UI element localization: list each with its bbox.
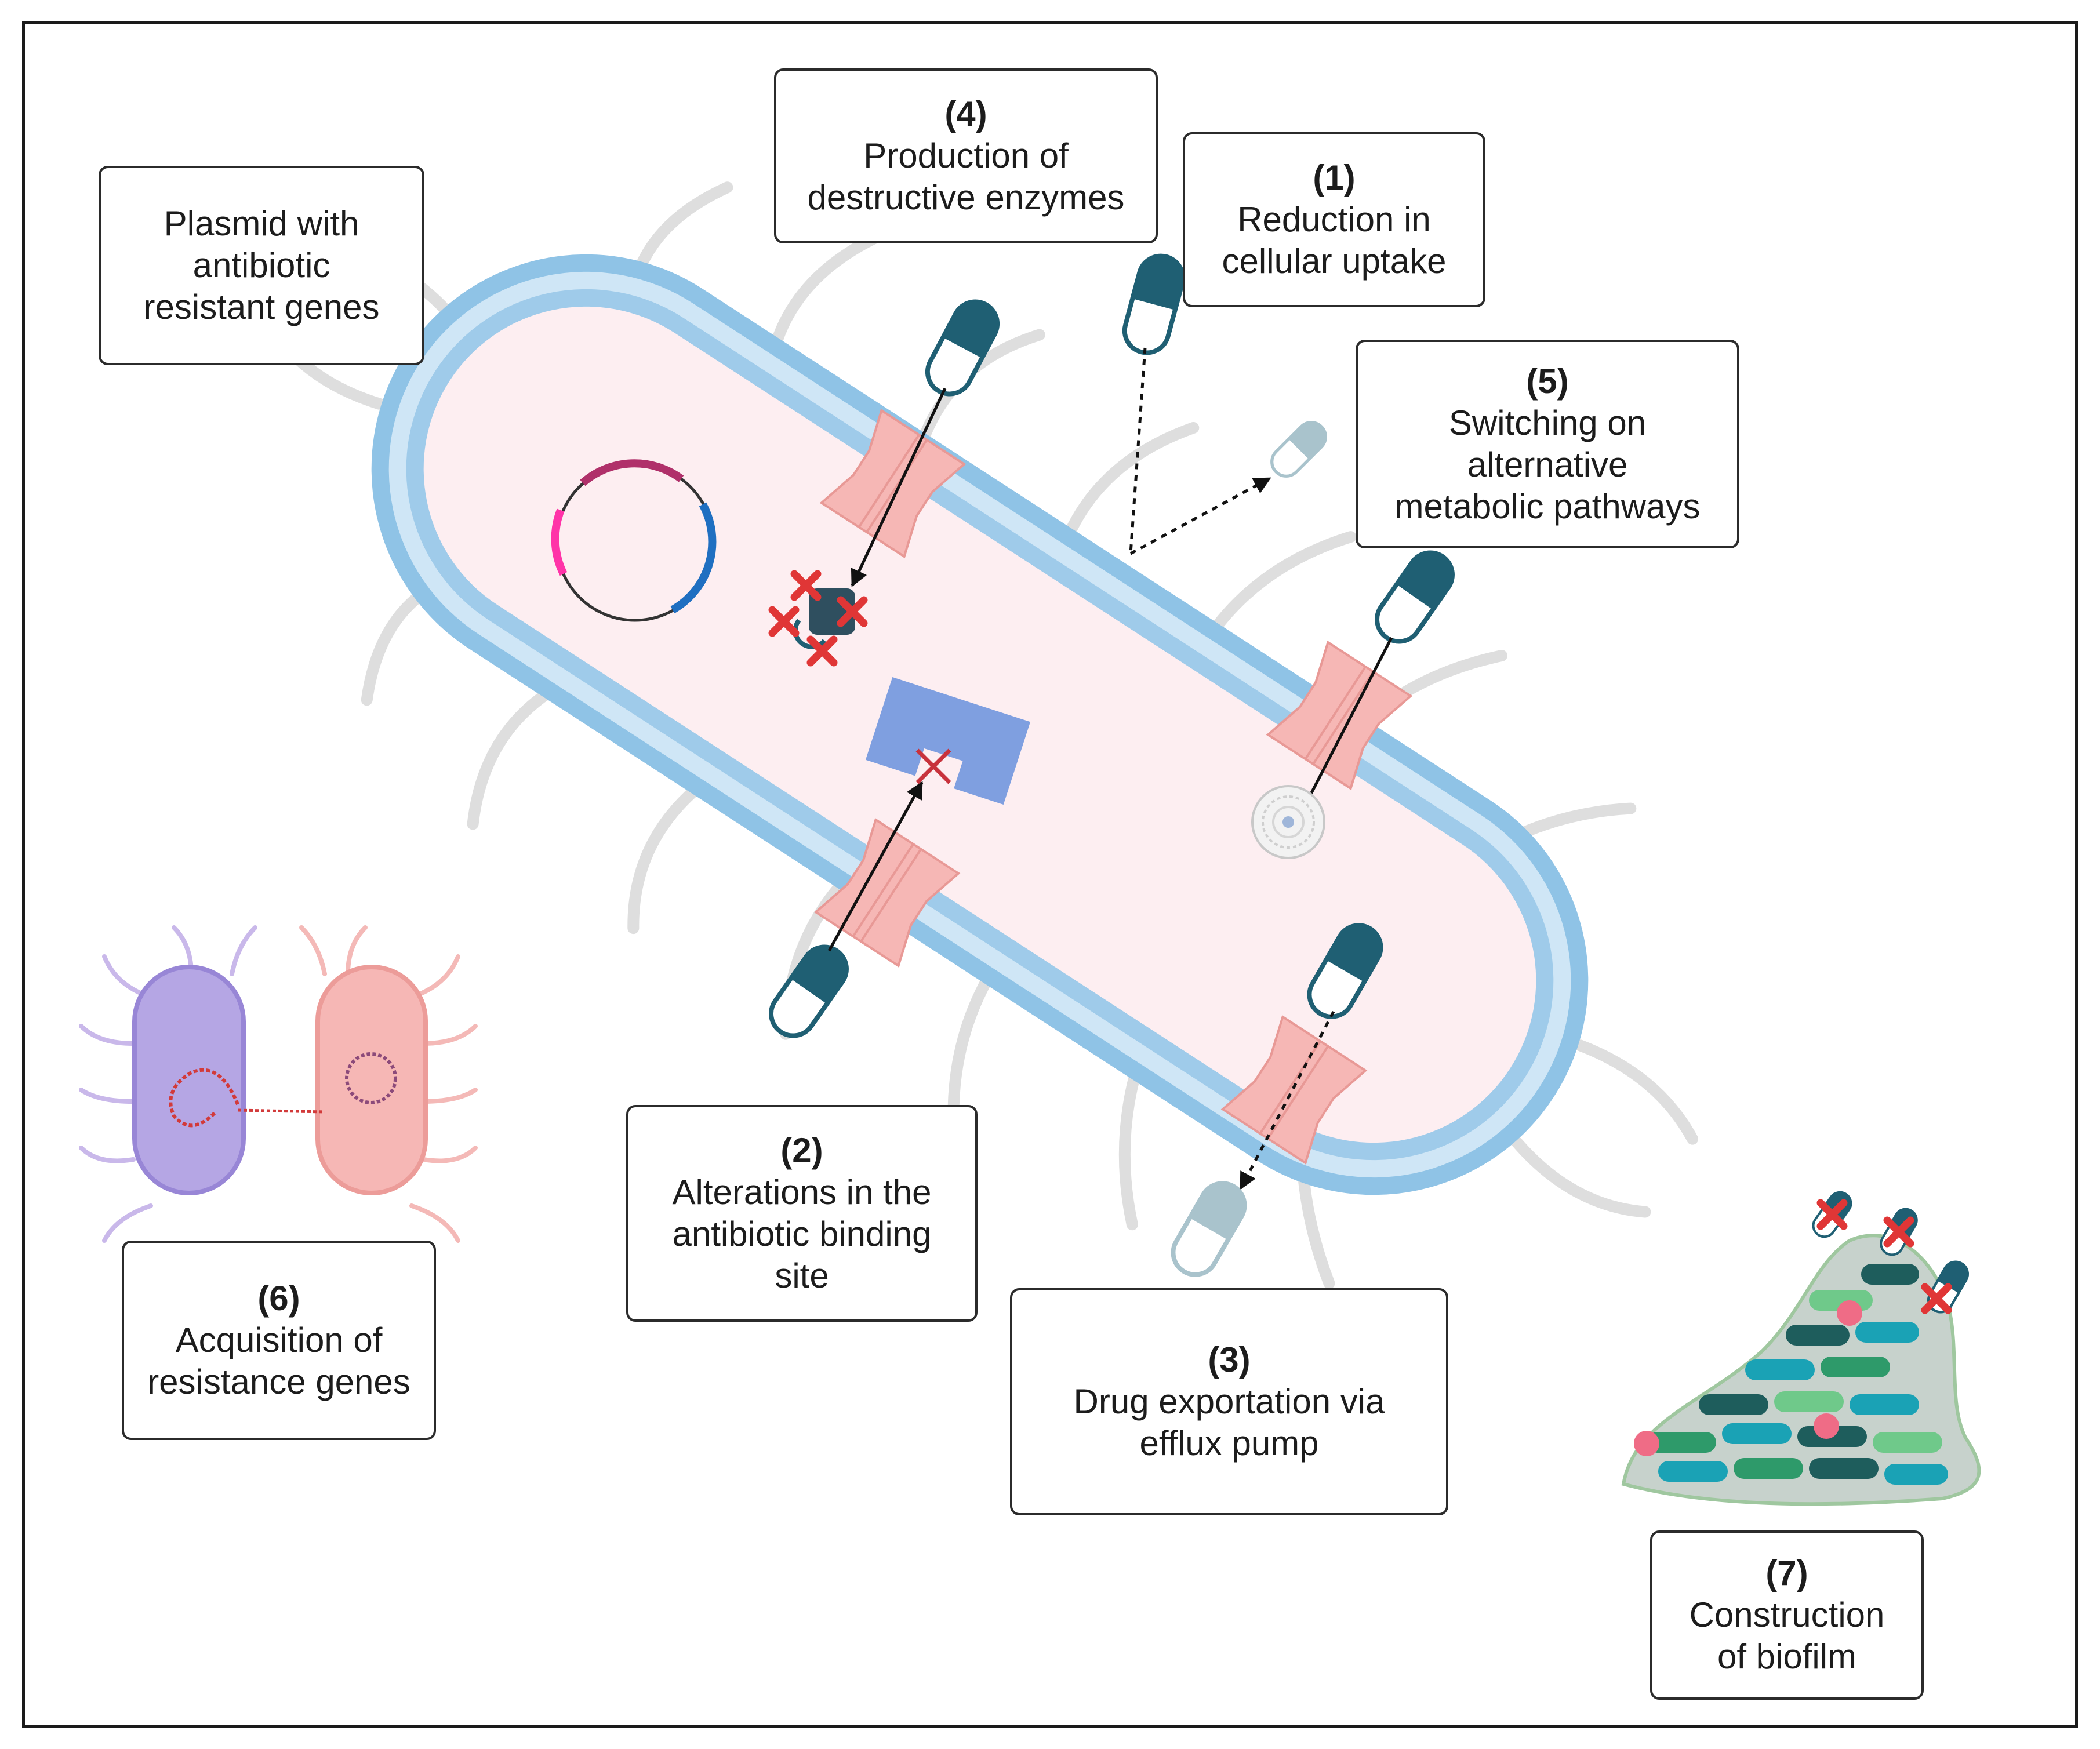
label-binding: (2) Alterations in the antibiotic bindin… — [626, 1105, 978, 1322]
biofilm — [1621, 1187, 1981, 1506]
label-pathways-line3: metabolic pathways — [1394, 487, 1701, 526]
label-plasmid: Plasmid with antibiotic resistant genes — [99, 166, 424, 365]
label-plasmid-line1: Plasmid with — [164, 204, 359, 243]
label-enzymes-number: (4) — [944, 94, 987, 133]
label-uptake-line2: cellular uptake — [1222, 242, 1447, 281]
label-biofilm: (7) Construction of biofilm — [1650, 1530, 1924, 1700]
label-biofilm-number: (7) — [1765, 1554, 1808, 1592]
label-acquisition-number: (6) — [257, 1279, 300, 1318]
label-pathways-line2: alternative — [1467, 445, 1628, 484]
label-enzymes-line2: destructive enzymes — [807, 178, 1125, 217]
label-uptake-line1: Reduction in — [1237, 200, 1431, 239]
arrow-binding — [827, 781, 924, 952]
label-plasmid-line3: resistant genes — [143, 288, 380, 326]
label-acquisition-line1: Acquisition of — [175, 1321, 383, 1359]
label-acquisition: (6) Acquisition of resistance genes — [122, 1241, 436, 1440]
alternative-pathway-target — [1251, 785, 1325, 859]
label-uptake: (1) Reduction in cellular uptake — [1183, 132, 1485, 307]
degraded-antibiotic — [772, 574, 864, 663]
arrow-pathway — [1294, 637, 1393, 825]
target-site — [865, 677, 1031, 805]
label-pathways: (5) Switching on alternative metabolic p… — [1356, 340, 1739, 548]
label-biofilm-line2: of biofilm — [1717, 1637, 1857, 1676]
conjugation-bacteria — [79, 925, 478, 1243]
label-efflux-line1: Drug exportation via — [1073, 1382, 1385, 1421]
label-enzymes: (4) Production of destructive enzymes — [774, 68, 1158, 243]
label-biofilm-line1: Construction — [1689, 1595, 1885, 1634]
binding-cross-icon — [915, 748, 951, 784]
figure-frame — [22, 21, 2078, 1728]
label-pathways-number: (5) — [1526, 362, 1569, 401]
label-binding-line1: Alterations in the — [672, 1173, 932, 1212]
label-uptake-number: (1) — [1313, 158, 1356, 197]
label-efflux-number: (3) — [1208, 1340, 1251, 1379]
label-acquisition-line2: resistance genes — [147, 1362, 410, 1401]
label-efflux: (3) Drug exportation via efflux pump — [1010, 1288, 1448, 1515]
arrow-enzymes — [851, 387, 947, 587]
label-plasmid-line2: antibiotic — [192, 246, 330, 285]
label-binding-line3: site — [775, 1256, 829, 1295]
arrow-efflux — [1239, 1010, 1335, 1190]
label-enzymes-line1: Production of — [863, 136, 1069, 175]
label-binding-number: (2) — [780, 1131, 823, 1170]
label-pathways-line1: Switching on — [1448, 403, 1647, 442]
label-efflux-line2: efflux pump — [1139, 1424, 1319, 1463]
label-binding-line2: antibiotic binding — [672, 1215, 932, 1253]
plasmid-icon — [551, 459, 717, 622]
arrow-uptake-deflect — [1129, 477, 1271, 555]
